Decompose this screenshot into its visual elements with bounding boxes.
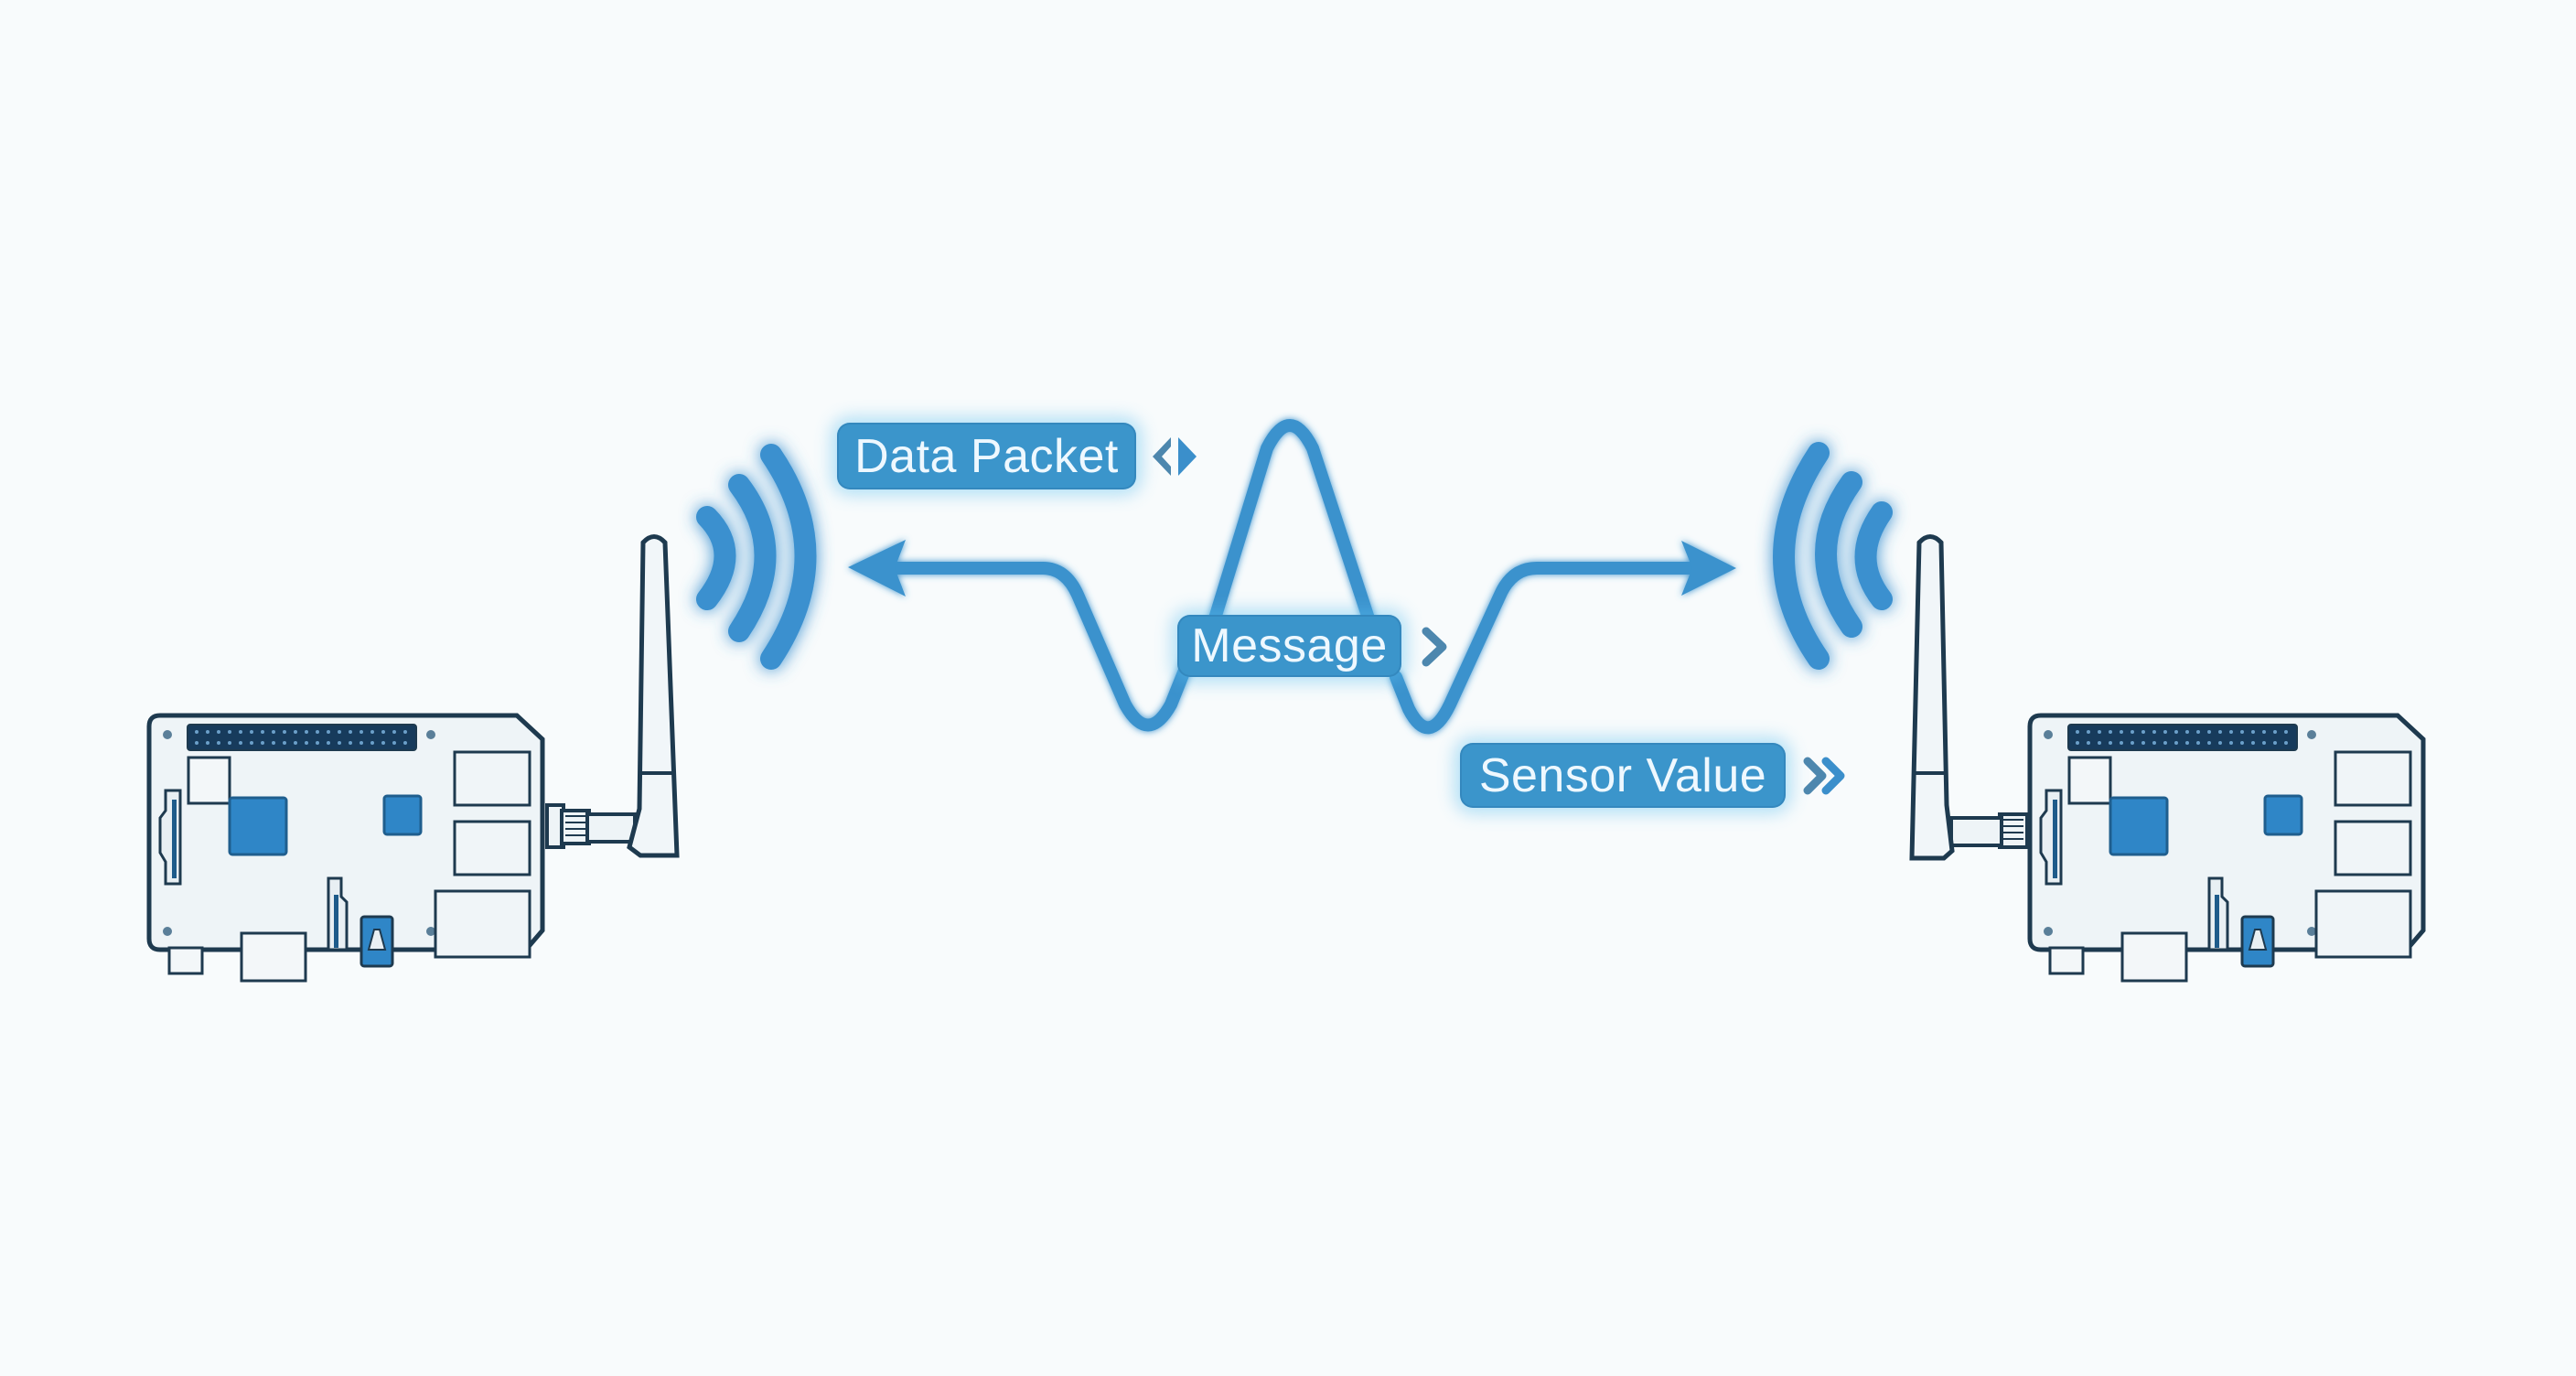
data-packet-text: Data Packet: [854, 429, 1119, 483]
right-board: [2030, 715, 2423, 981]
chevron-right-icon: [1422, 627, 1447, 667]
message-label: Message: [1177, 615, 1401, 677]
code-brackets-icon: [1153, 437, 1197, 476]
right-antenna: [1909, 534, 2029, 861]
left-board: [149, 715, 542, 981]
bidirectional-wave-arrow: [848, 419, 1736, 735]
double-chevron-right-icon: [1803, 757, 1845, 795]
message-text: Message: [1191, 619, 1388, 672]
left-signal-icon: [696, 444, 817, 670]
data-packet-label: Data Packet: [837, 423, 1136, 489]
left-antenna: [545, 534, 680, 858]
arrowhead-left-icon: [848, 540, 906, 597]
sensor-value-label: Sensor Value: [1460, 743, 1786, 808]
sensor-value-text: Sensor Value: [1478, 748, 1767, 802]
right-signal-icon: [1773, 442, 1893, 670]
arrowhead-right-icon: [1681, 541, 1736, 596]
